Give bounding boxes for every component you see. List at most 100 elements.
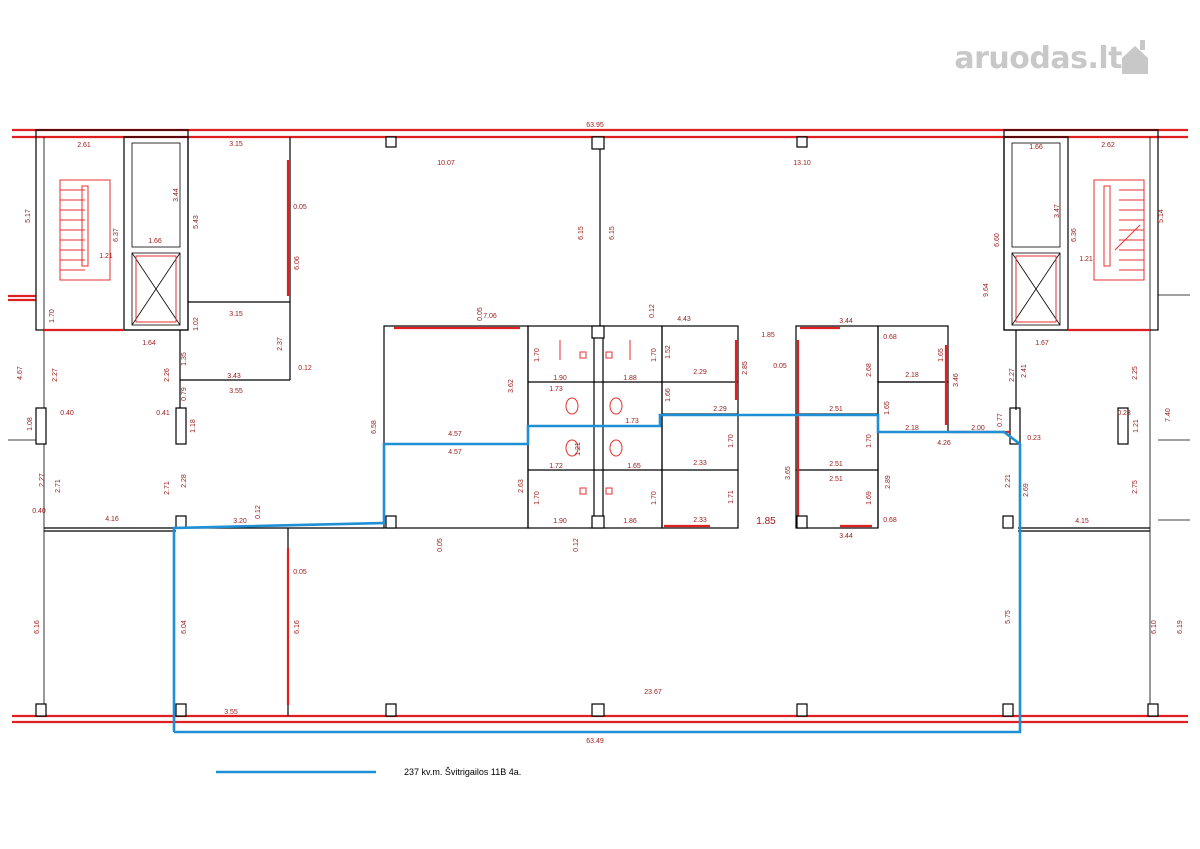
dim-v-610: 6.10 bbox=[1151, 620, 1158, 634]
dim-v-068a: 0.68 bbox=[883, 334, 897, 341]
dim-left-lift-w: 1.66 bbox=[148, 238, 162, 245]
dim-v-228: 2.28 bbox=[181, 474, 188, 488]
dim-wc-165: 1.65 bbox=[627, 463, 641, 470]
dim-v-346: 3.46 bbox=[953, 373, 960, 387]
dim-v-604: 6.04 bbox=[181, 620, 188, 634]
dim-v-344: 3.44 bbox=[173, 188, 180, 202]
columns bbox=[35, 136, 1159, 717]
dim-left-room-w4: 3.55 bbox=[229, 388, 243, 395]
dim-v-616a: 6.16 bbox=[34, 620, 41, 634]
dim-v-023b: 0.23 bbox=[1117, 410, 1131, 417]
dim-v-005e: 0.05 bbox=[437, 538, 444, 552]
watermark-logo: aruodas.lt bbox=[954, 36, 1150, 76]
dim-v-347: 3.47 bbox=[1054, 204, 1061, 218]
dim-room-251c: 2.51 bbox=[829, 476, 843, 483]
dim-top-room-b: 13.10 bbox=[793, 160, 811, 167]
dim-v-152: 1.52 bbox=[665, 345, 672, 359]
dim-wc-173a: 1.73 bbox=[549, 386, 563, 393]
dim-corridor: 1.85 bbox=[756, 516, 776, 527]
dim-office-w-320: 3.20 bbox=[233, 518, 247, 525]
dim-room-426: 4.26 bbox=[937, 440, 951, 447]
dim-v-606: 6.06 bbox=[294, 256, 301, 270]
dim-wc-186: 1.86 bbox=[623, 518, 637, 525]
dim-room-233b: 2.33 bbox=[693, 517, 707, 524]
right-stair-icon bbox=[1093, 179, 1145, 281]
dim-top-room-a: 10.07 bbox=[437, 160, 455, 167]
dim-top-total: 63.95 bbox=[586, 122, 604, 129]
dim-v-637: 6.37 bbox=[113, 228, 120, 242]
dim-v-226: 2.26 bbox=[164, 368, 171, 382]
dim-bottom-total: 63.49 bbox=[586, 738, 604, 745]
dim-v-237: 2.37 bbox=[277, 337, 284, 351]
left-core bbox=[35, 129, 189, 445]
dim-v-068b: 0.68 bbox=[883, 517, 897, 524]
dim-v-012b: 0.12 bbox=[649, 304, 656, 318]
dim-v-170d: 1.70 bbox=[651, 491, 658, 505]
dim-v-012d: 0.12 bbox=[573, 538, 580, 552]
dim-v-121b: 1.21 bbox=[1079, 256, 1093, 263]
dim-center-large: 23.67 bbox=[644, 689, 662, 696]
dim-right-stair-w: 2.62 bbox=[1101, 142, 1115, 149]
dim-v-077: 0.77 bbox=[997, 413, 1004, 427]
dim-v-166: 1.66 bbox=[665, 388, 672, 402]
dim-v-285: 2.85 bbox=[742, 361, 749, 375]
dim-right-office-w: 4.15 bbox=[1075, 518, 1089, 525]
dim-room-229b: 2.29 bbox=[713, 406, 727, 413]
dim-wc-190b: 1.90 bbox=[553, 518, 567, 525]
dim-v-005d: 0.05 bbox=[477, 307, 484, 321]
dim-v-467: 4.67 bbox=[17, 366, 24, 380]
dim-room-233a: 2.33 bbox=[693, 460, 707, 467]
dim-v-121a: 1.21 bbox=[99, 253, 113, 260]
dim-v-170g: 1.70 bbox=[49, 309, 56, 323]
left-stair-icon bbox=[59, 179, 111, 281]
dim-meeting-w2: 4.57 bbox=[448, 449, 462, 456]
dim-v-615a: 6.15 bbox=[578, 226, 585, 240]
highlighted-area-outline bbox=[172, 413, 1022, 734]
dim-left-room-w: 3.15 bbox=[229, 141, 243, 148]
legend-label: 237 kv.m. Švitrigailos 11B 4a. bbox=[404, 767, 522, 777]
dim-v-170f: 1.70 bbox=[866, 434, 873, 448]
dim-v-658: 6.58 bbox=[371, 420, 378, 434]
dim-v-268: 2.68 bbox=[866, 363, 873, 377]
dim-v-170e: 1.70 bbox=[728, 434, 735, 448]
dim-v-108: 1.08 bbox=[27, 417, 34, 431]
dim-v-271a: 2.71 bbox=[55, 479, 62, 493]
central-rooms bbox=[383, 325, 1017, 529]
right-core bbox=[1003, 129, 1159, 445]
dim-left-room-w3: 3.43 bbox=[227, 373, 241, 380]
dim-v-365: 3.65 bbox=[785, 466, 792, 480]
dim-v-165b: 1.65 bbox=[884, 401, 891, 415]
dim-room-251b: 2.51 bbox=[829, 461, 843, 468]
dim-v-225: 2.25 bbox=[1132, 366, 1139, 380]
dim-v-005b: 0.05 bbox=[293, 569, 307, 576]
vertical-dimension-labels: 6.15 6.15 6.16 6.16 6.04 5.75 6.10 6.19 … bbox=[17, 188, 1184, 634]
dim-v-964: 9.64 bbox=[983, 283, 990, 297]
dim-wc-172: 1.72 bbox=[549, 463, 563, 470]
dim-v-636: 6.36 bbox=[1071, 228, 1078, 242]
dim-v-619: 6.19 bbox=[1177, 620, 1184, 634]
dim-v-079: 0.79 bbox=[181, 387, 188, 401]
dim-v-012c: 0.12 bbox=[255, 505, 262, 519]
dim-v-660: 6.60 bbox=[994, 233, 1001, 247]
dim-v-221: 2.21 bbox=[1005, 474, 1012, 488]
dim-v-543: 5.43 bbox=[193, 215, 200, 229]
dim-v-227a: 2.27 bbox=[52, 368, 59, 382]
dim-v-121d: 1.21 bbox=[575, 442, 582, 456]
dim-v-135: 1.35 bbox=[181, 352, 188, 366]
dim-room-229a: 2.29 bbox=[693, 369, 707, 376]
dim-wc-173b: 1.73 bbox=[625, 418, 639, 425]
dim-wc-190a: 1.90 bbox=[553, 375, 567, 382]
dim-left-stair-w: 2.61 bbox=[77, 142, 91, 149]
dim-left-room-w2: 3.15 bbox=[229, 311, 243, 318]
dim-room-251a: 2.51 bbox=[829, 406, 843, 413]
dim-room-706: 7.06 bbox=[483, 313, 497, 320]
watermark-text: aruodas.lt bbox=[954, 41, 1122, 76]
dim-v-616b: 6.16 bbox=[294, 620, 301, 634]
dim-bottom-left-w: 3.55 bbox=[224, 709, 238, 716]
dim-v-121c: 1.21 bbox=[1133, 419, 1140, 433]
dim-v-517: 5.17 bbox=[25, 209, 32, 223]
dim-room-443: 4.43 bbox=[677, 316, 691, 323]
dim-v-165a: 1.65 bbox=[938, 348, 945, 362]
house-icon bbox=[1122, 40, 1148, 74]
